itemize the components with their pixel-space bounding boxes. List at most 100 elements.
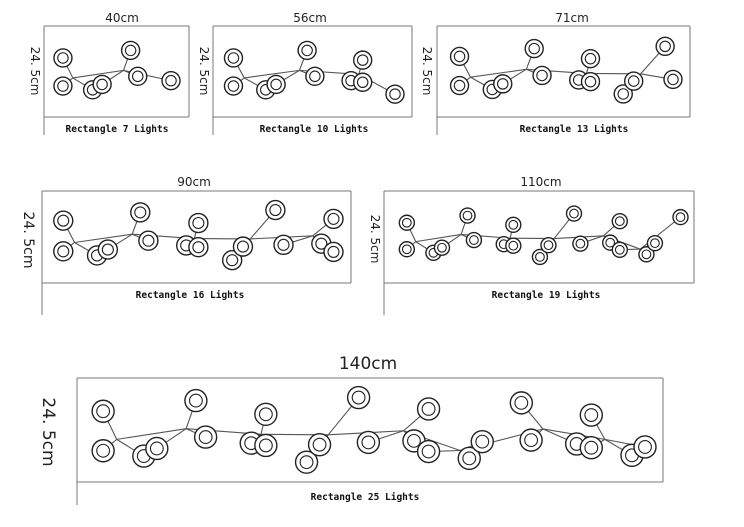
height-label: 24. 5cm: [197, 47, 211, 96]
light-ring: [352, 72, 373, 92]
light-ring: [580, 71, 601, 92]
branch-arm: [415, 233, 462, 243]
lights-caption: Rectangle 13 Lights: [520, 124, 629, 135]
light-ring: [611, 241, 629, 258]
light-ring: [305, 66, 325, 87]
branch-arm: [244, 69, 300, 79]
light-ring: [161, 70, 181, 91]
height-label: 24. 5cm: [368, 215, 382, 264]
branch-arm: [72, 69, 124, 79]
light-ring: [470, 429, 494, 454]
light-ring: [493, 74, 513, 94]
lights-caption: Rectangle 16 Lights: [136, 290, 245, 301]
light-ring: [232, 236, 254, 257]
light-ring: [323, 241, 344, 263]
light-ring: [572, 235, 589, 252]
light-ring: [184, 388, 208, 413]
light-ring: [323, 208, 344, 230]
dimension-frame: [383, 190, 695, 315]
light-ring: [457, 446, 481, 471]
light-ring: [265, 199, 286, 221]
light-ring: [531, 248, 549, 266]
light-ring: [138, 230, 159, 251]
light-ring: [193, 425, 218, 449]
light-ring: [655, 36, 675, 57]
light-ring: [565, 205, 583, 222]
branch-arm: [74, 233, 133, 244]
light-ring: [356, 430, 381, 455]
light-ring: [449, 75, 470, 96]
dimension-frame: [212, 25, 413, 135]
light-ring: [223, 76, 244, 96]
height-label: 24. 5cm: [420, 47, 434, 96]
lamp-cluster: [223, 40, 405, 104]
light-ring: [509, 391, 534, 415]
light-ring: [540, 236, 557, 254]
light-ring: [579, 436, 604, 460]
light-ring: [297, 40, 317, 61]
light-ring: [459, 207, 476, 224]
light-ring: [128, 66, 148, 87]
light-ring: [663, 69, 683, 90]
lamp-cluster: [449, 36, 683, 104]
panel-140cm: 140cm 24. 5cm Rectangle 25 Lights: [38, 354, 664, 505]
light-ring: [580, 48, 601, 69]
light-ring: [223, 48, 244, 68]
light-ring: [273, 234, 294, 256]
light-ring: [385, 84, 405, 104]
panel-56cm: 56cm 24. 5cm Rectangle 10 Lights: [197, 11, 413, 135]
width-label: 40cm: [105, 11, 139, 25]
light-ring: [433, 239, 451, 256]
height-label: 24. 5cm: [20, 212, 36, 269]
width-label: 56cm: [293, 11, 327, 25]
panel-110cm: 110cm 24. 5cm Rectangle 19 Lights: [368, 175, 695, 315]
light-ring: [307, 432, 332, 457]
lamp-cluster: [91, 385, 657, 474]
light-ring: [398, 241, 416, 258]
light-ring: [53, 48, 73, 68]
light-ring: [672, 208, 689, 226]
light-ring: [633, 435, 657, 459]
light-ring: [532, 65, 552, 86]
light-ring: [611, 213, 629, 230]
light-ring: [505, 216, 522, 233]
dimension-frame: [76, 377, 664, 505]
height-label: 24. 5cm: [38, 397, 58, 466]
lights-caption: Rectangle 10 Lights: [260, 124, 369, 135]
width-label: 110cm: [520, 175, 561, 189]
light-ring: [91, 439, 115, 463]
branch-arm: [470, 68, 527, 78]
lights-caption: Rectangle 7 Lights: [66, 124, 169, 135]
width-label: 90cm: [177, 175, 211, 189]
lights-caption: Rectangle 19 Lights: [492, 290, 601, 301]
light-ring: [638, 246, 655, 263]
light-ring: [53, 210, 74, 231]
light-ring: [254, 402, 278, 426]
light-ring: [188, 237, 209, 258]
light-ring: [130, 202, 151, 223]
light-ring: [266, 74, 286, 95]
light-ring: [346, 385, 371, 410]
light-ring: [145, 436, 169, 461]
light-ring: [92, 74, 112, 95]
light-ring: [624, 71, 644, 91]
width-label: 140cm: [339, 354, 397, 374]
panel-90cm: 90cm 24. 5cm Rectangle 16 Lights: [20, 175, 352, 315]
light-ring: [505, 237, 522, 254]
light-ring: [91, 399, 115, 423]
light-ring: [416, 439, 441, 464]
light-ring: [188, 212, 209, 234]
light-ring: [294, 450, 319, 474]
light-ring: [221, 249, 243, 271]
branch-arm: [116, 428, 187, 440]
light-ring: [416, 397, 441, 421]
light-ring: [579, 403, 604, 427]
light-ring: [613, 84, 633, 104]
dimension-frame: [43, 25, 190, 135]
light-ring: [449, 46, 470, 67]
light-ring: [352, 50, 373, 70]
height-label: 24. 5cm: [28, 47, 42, 96]
lights-caption: Rectangle 25 Lights: [311, 492, 420, 503]
lamp-cluster: [398, 205, 689, 266]
light-ring: [120, 40, 141, 61]
